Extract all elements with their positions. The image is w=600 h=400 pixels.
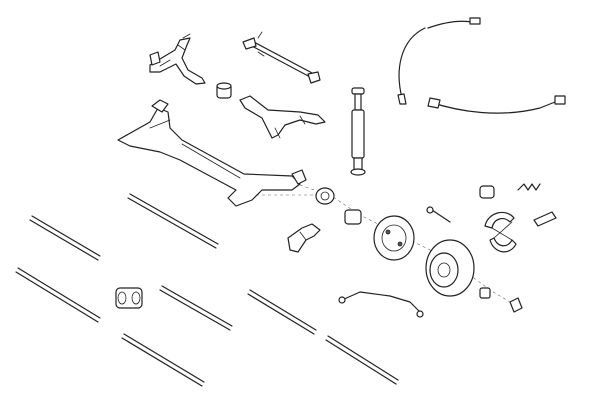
bracket-mid-part bbox=[239, 95, 326, 139]
bushing-axle-part bbox=[315, 187, 362, 225]
link-rod-long-part bbox=[127, 193, 219, 249]
bushing-small-part bbox=[216, 82, 232, 99]
link-rods-part bbox=[15, 215, 399, 387]
cable-brake-part bbox=[397, 17, 566, 114]
shock-absorber-part bbox=[350, 87, 366, 176]
bracket-top-part bbox=[149, 33, 206, 85]
rod-top-part bbox=[242, 31, 321, 84]
axle-beam-part bbox=[117, 99, 307, 207]
bracket-lower-part bbox=[287, 223, 321, 253]
clamp-part bbox=[115, 287, 143, 309]
brake-line-part bbox=[338, 291, 424, 318]
backing-plate-part bbox=[373, 215, 415, 261]
brake-drum-part bbox=[425, 239, 475, 297]
small-parts-right bbox=[426, 183, 557, 313]
brake-shoes-part bbox=[484, 211, 517, 253]
